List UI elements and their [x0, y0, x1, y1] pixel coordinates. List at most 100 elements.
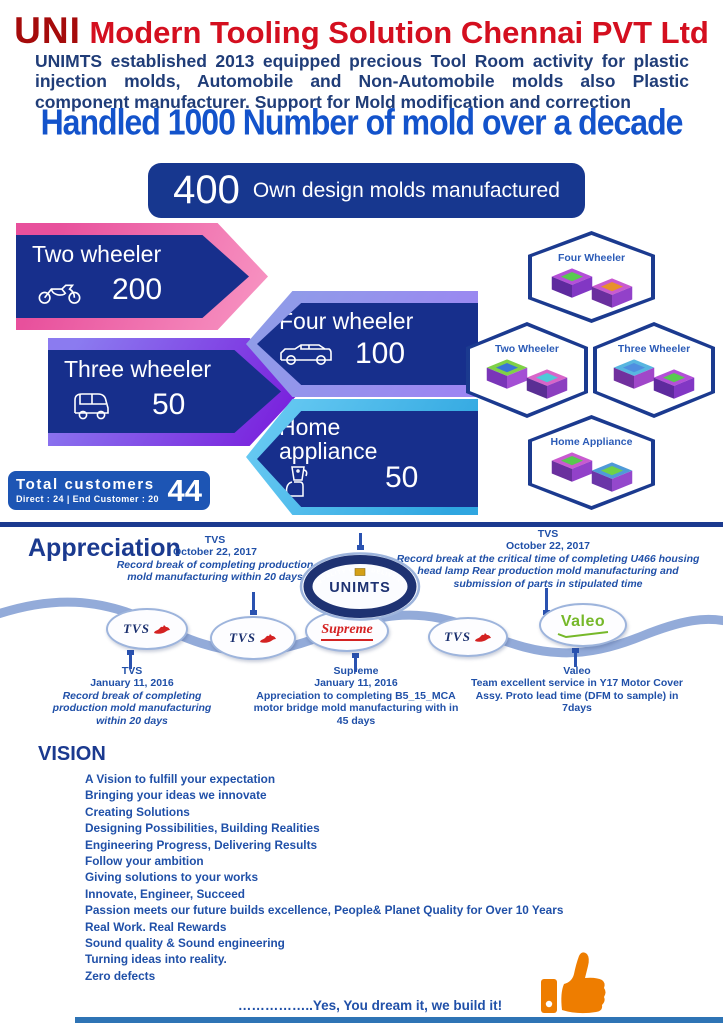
own-design-label: Own design molds manufactured — [252, 178, 560, 202]
vision-list: A Vision to fulfill your expectation Bri… — [85, 771, 590, 984]
total-customers-value: 44 — [167, 472, 202, 508]
vision-item: Passion meets our future builds excellen… — [85, 903, 564, 918]
tvs-logo: TVS — [210, 616, 296, 660]
appreciation-note-bottom-1: TVS January 11, 2016 Record break of com… — [44, 665, 220, 727]
note-date: January 11, 2016 — [314, 677, 398, 690]
mold-image — [591, 462, 632, 492]
tvs-logo-text: TVS — [123, 621, 150, 636]
thumbs-up-icon — [541, 952, 606, 1014]
valeo-logo: Valeo — [539, 603, 627, 647]
hex-three-wheeler: Three Wheeler — [593, 322, 715, 418]
tvs-horse-icon — [474, 632, 491, 642]
mold-image — [486, 359, 528, 389]
vision-item: Sound quality & Sound engineering — [85, 936, 285, 951]
note-date: October 22, 2017 — [172, 546, 258, 559]
own-design-count: 400 — [173, 168, 240, 212]
three-wheeler-label: Three wheeler — [64, 356, 212, 382]
company-description: UNIMTS established 2013 equipped preciou… — [35, 51, 689, 112]
headline: Handled 1000 Number of mold over a decad… — [40, 101, 684, 143]
valeo-logo-text: Valeo — [560, 612, 606, 630]
note-date: January 11, 2016 — [90, 677, 174, 690]
appreciation-note-bottom-2: Supreme January 11, 2016 Appreciation to… — [247, 665, 465, 727]
mold-image — [551, 452, 592, 482]
section-divider — [0, 522, 723, 527]
timeline-tick — [250, 592, 257, 615]
mold-images — [484, 357, 570, 403]
note-company: Valeo — [563, 665, 591, 677]
hex-home-appliance-label: Home Appliance — [550, 436, 633, 448]
vision-tagline: ……………..Yes, You dream it, we build it! — [237, 998, 503, 1013]
two-wheeler-count: 200 — [112, 273, 163, 306]
tvs-logo-text: TVS — [444, 629, 471, 644]
vision-item: Zero defects — [85, 968, 156, 983]
vision-item: Designing Possibilities, Building Realit… — [85, 821, 320, 836]
hex-two-wheeler: Two Wheeler — [466, 322, 588, 418]
hex-four-wheeler: Four Wheeler — [528, 231, 655, 323]
mold-image — [613, 359, 655, 389]
timeline-tick — [357, 533, 364, 550]
vision-title: VISION — [38, 743, 106, 765]
mold-image — [526, 369, 568, 399]
tvs-horse-icon — [259, 633, 276, 643]
motorcycle-icon — [38, 284, 81, 304]
appreciation-title: Appreciation — [28, 534, 181, 562]
mold-images — [549, 450, 635, 496]
vision-item: Creating Solutions — [85, 804, 190, 819]
brand-text: UNI — [14, 10, 81, 51]
three-wheeler-banner: Three wheeler 50 — [48, 350, 281, 433]
timeline-tick — [543, 588, 550, 615]
home-appliance-label: Home appliance — [279, 414, 378, 464]
mold-image — [653, 369, 695, 399]
vision-item: Follow your ambition — [85, 854, 204, 869]
valeo-underline-swoosh — [557, 630, 609, 638]
note-company: TVS — [537, 528, 559, 540]
hex-home-appliance: Home Appliance — [528, 415, 655, 510]
note-company: TVS — [204, 534, 226, 546]
appreciation-note-top-1: TVS October 22, 2017 Record break of com… — [110, 534, 320, 584]
timeline-tick — [572, 648, 579, 667]
mold-images — [611, 357, 697, 403]
appreciation-note-top-2: TVS October 22, 2017 Record break at the… — [392, 528, 704, 590]
vision-item: Real Work. Real Rewards — [85, 919, 227, 934]
auto-rickshaw-icon — [74, 393, 109, 420]
two-wheeler-label: Two wheeler — [32, 241, 162, 267]
appreciation-note-bottom-3: Valeo Team excellent service in Y17 Moto… — [463, 665, 691, 715]
company-title: Modern Tooling Solution Chennai PVT Ltd — [80, 15, 709, 50]
total-customers-label: Total customers — [16, 476, 155, 494]
three-wheeler-count: 50 — [152, 388, 186, 421]
note-date: October 22, 2017 — [505, 540, 591, 553]
total-customers-breakdown: Direct : 24 | End Customer : 20 — [16, 493, 159, 504]
timeline-tick — [127, 650, 134, 669]
hex-four-wheeler-label: Four Wheeler — [557, 252, 626, 264]
own-design-banner: 400 Own design molds manufactured — [148, 163, 585, 218]
tvs-logo: TVS — [106, 608, 188, 650]
note-text: Team excellent service in Y17 Motor Cove… — [470, 677, 684, 715]
vision-item: Turning ideas into reality. — [85, 952, 227, 967]
note-company: TVS — [121, 665, 143, 677]
unimts-emblem: QUALITY COST DELIVERY UNIMTS — [299, 552, 421, 621]
hex-two-wheeler-label: Two Wheeler — [495, 343, 559, 355]
page-title: UNI Modern Tooling Solution Chennai PVT … — [0, 10, 723, 52]
four-wheeler-label: Four wheeler — [279, 308, 414, 334]
vision-item: Engineering Progress, Delivering Results — [85, 837, 318, 852]
total-customers-badge: Total customers Direct : 24 | End Custom… — [8, 471, 210, 510]
mold-image — [591, 278, 632, 308]
suv-icon — [280, 344, 332, 365]
four-wheeler-banner: Four wheeler 100 — [257, 303, 478, 385]
mold-image — [551, 268, 592, 298]
note-text: Record break of completing production mo… — [116, 558, 314, 584]
note-text: Record break of completing production mo… — [52, 689, 212, 727]
unimts-logo-text: UNIMTS — [329, 580, 391, 596]
vision-item: Giving solutions to your works — [85, 870, 259, 885]
footer-bar — [75, 1017, 723, 1023]
tvs-horse-icon — [153, 624, 170, 634]
tvs-logo-text: TVS — [229, 630, 256, 645]
four-wheeler-count: 100 — [355, 337, 406, 370]
vision-item: A Vision to fulfill your expectation — [85, 772, 276, 786]
vision-item: Innovate, Engineer, Succeed — [85, 886, 245, 901]
mold-images — [549, 266, 635, 312]
hex-three-wheeler-label: Three Wheeler — [617, 343, 691, 355]
note-text: Appreciation to completing B5_15_MCA mot… — [253, 689, 459, 727]
tvs-logo: TVS — [428, 617, 508, 657]
